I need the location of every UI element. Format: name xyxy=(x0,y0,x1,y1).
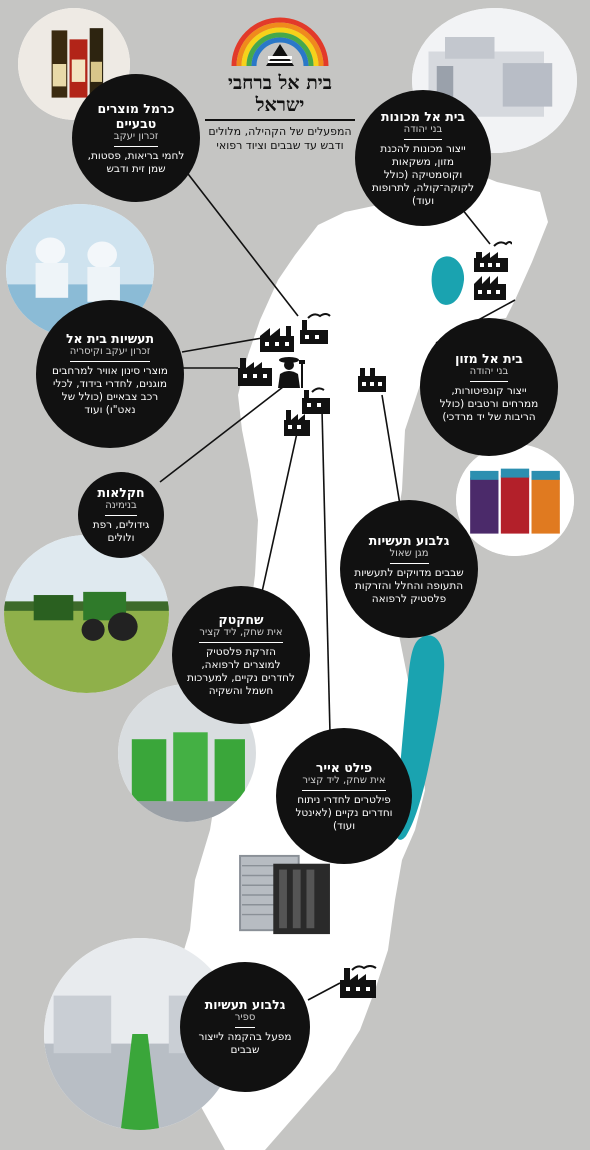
node-shachaktek: שחקטק אית שחק, ליד קציר הזרקת פלסטיק למו… xyxy=(172,586,310,724)
node-description: ייצור מכונות להכנת מזון, משקאות וקוסמטיק… xyxy=(371,142,475,207)
node-location: אית שחק, ליד קציר xyxy=(199,627,283,643)
node-location: ספיר xyxy=(234,1012,256,1028)
node-title: בית אל מכונות xyxy=(380,108,466,124)
node-gilboa-industries-sapir: גלבוע תעשיות ספיר מפעל בהקמה לייצור שבבי… xyxy=(180,962,310,1092)
connector-line xyxy=(381,394,401,506)
node-description: ייצור קונפיטורות, ממרחים ורטבים (כולל הר… xyxy=(439,384,539,423)
factory-icon xyxy=(302,387,330,414)
node-location: זכרון יעקב וקיסריה xyxy=(69,346,151,362)
factory-icon xyxy=(238,358,272,386)
node-carmel-natural-products: כרמל מוצרים טבעיים זכרון יעקב לחמי בריאו… xyxy=(72,74,200,202)
connector-line xyxy=(321,409,331,734)
photo-jam-jars xyxy=(456,444,574,556)
title-block: בית אל ברחבי ישראל המפעלים של הקהילה, מל… xyxy=(205,72,355,153)
node-beit-el-machines: בית אל מכונות בני יהודה ייצור מכונות להכ… xyxy=(355,90,491,226)
node-description: שבבים מדויקים לתעשיות התעופה והחלל והזרק… xyxy=(354,566,464,605)
node-description: הזרקת פלסטיק למוצרים לרפואה, לחדרים נקיי… xyxy=(186,646,296,697)
node-location: זכרון יעקב xyxy=(113,131,159,147)
factory-icon xyxy=(284,410,310,436)
farmer-icon xyxy=(278,357,305,388)
connector-line xyxy=(307,982,341,1001)
node-title: בית אל מזון xyxy=(455,350,523,366)
node-description: פילטרים לחדרי ניתוח וחדרים נקיים (לאינטל… xyxy=(295,793,393,832)
node-title: גלבוע תעשיות xyxy=(204,997,286,1012)
node-title: פילט אייר xyxy=(315,759,373,775)
kinneret-shape xyxy=(431,256,465,305)
rainbow-logo-icon xyxy=(231,17,329,67)
page-subtitle: המפעלים של הקהילה, מלולים ודבש עד שבבים … xyxy=(205,119,355,153)
node-agriculture: חקלאות בנימינה גידולים, רפת ולולים xyxy=(78,472,164,558)
node-title: תעשיות בית אל xyxy=(65,331,155,346)
node-beit-el-food: בית אל מזון בני יהודה ייצור קונפיטורות, … xyxy=(420,318,558,456)
node-gilboa-industries-magen-shaul: גלבוע תעשיות מגן שאול שבבים מדויקים לתעש… xyxy=(340,500,478,638)
node-title: שחקטק xyxy=(218,612,264,627)
node-filt-air: פילט אייר אית שחק, ליד קציר פילטרים לחדר… xyxy=(276,728,412,864)
connector-line xyxy=(184,169,299,317)
factory-icon xyxy=(260,326,294,352)
factory-icon xyxy=(300,313,331,344)
node-location: מגן שאול xyxy=(389,548,429,564)
node-description: לחמי בריאות, פסטות, שמן זית ודבש xyxy=(87,149,185,175)
photo-tractor-field xyxy=(4,535,169,693)
factory-icon xyxy=(358,368,386,392)
node-title: כרמל מוצרים טבעיים xyxy=(97,100,175,131)
node-location: בנימינה xyxy=(105,500,137,516)
factory-icon xyxy=(340,965,377,998)
node-description: מוצרי סינון אוויר למרחבים מוגנים, לחדרי … xyxy=(52,365,168,416)
photo-air-filter xyxy=(236,852,334,938)
factory-icon xyxy=(474,241,512,272)
connector-line xyxy=(181,337,263,353)
node-description: מפעל בהקמה לייצור שבבים xyxy=(198,1031,292,1056)
node-location: בני יהודה xyxy=(469,366,509,382)
photo-injection-machines xyxy=(118,684,256,822)
node-title: חקלאות xyxy=(97,485,145,500)
node-location: בני יהודה xyxy=(403,124,443,140)
photo-oil-bottles xyxy=(18,8,130,120)
page-title: בית אל ברחבי ישראל xyxy=(228,72,332,116)
connector-line xyxy=(261,432,298,593)
node-location: אית שחק, ליד קציר xyxy=(302,775,386,791)
node-description: גידולים, רפת ולולים xyxy=(92,519,150,544)
node-title: גלבוע תעשיות xyxy=(368,532,450,548)
factory-icon xyxy=(474,276,506,300)
connector-line xyxy=(159,379,293,483)
node-beit-el-industries: תעשיות בית אל זכרון יעקב וקיסריה מוצרי ס… xyxy=(36,300,184,448)
